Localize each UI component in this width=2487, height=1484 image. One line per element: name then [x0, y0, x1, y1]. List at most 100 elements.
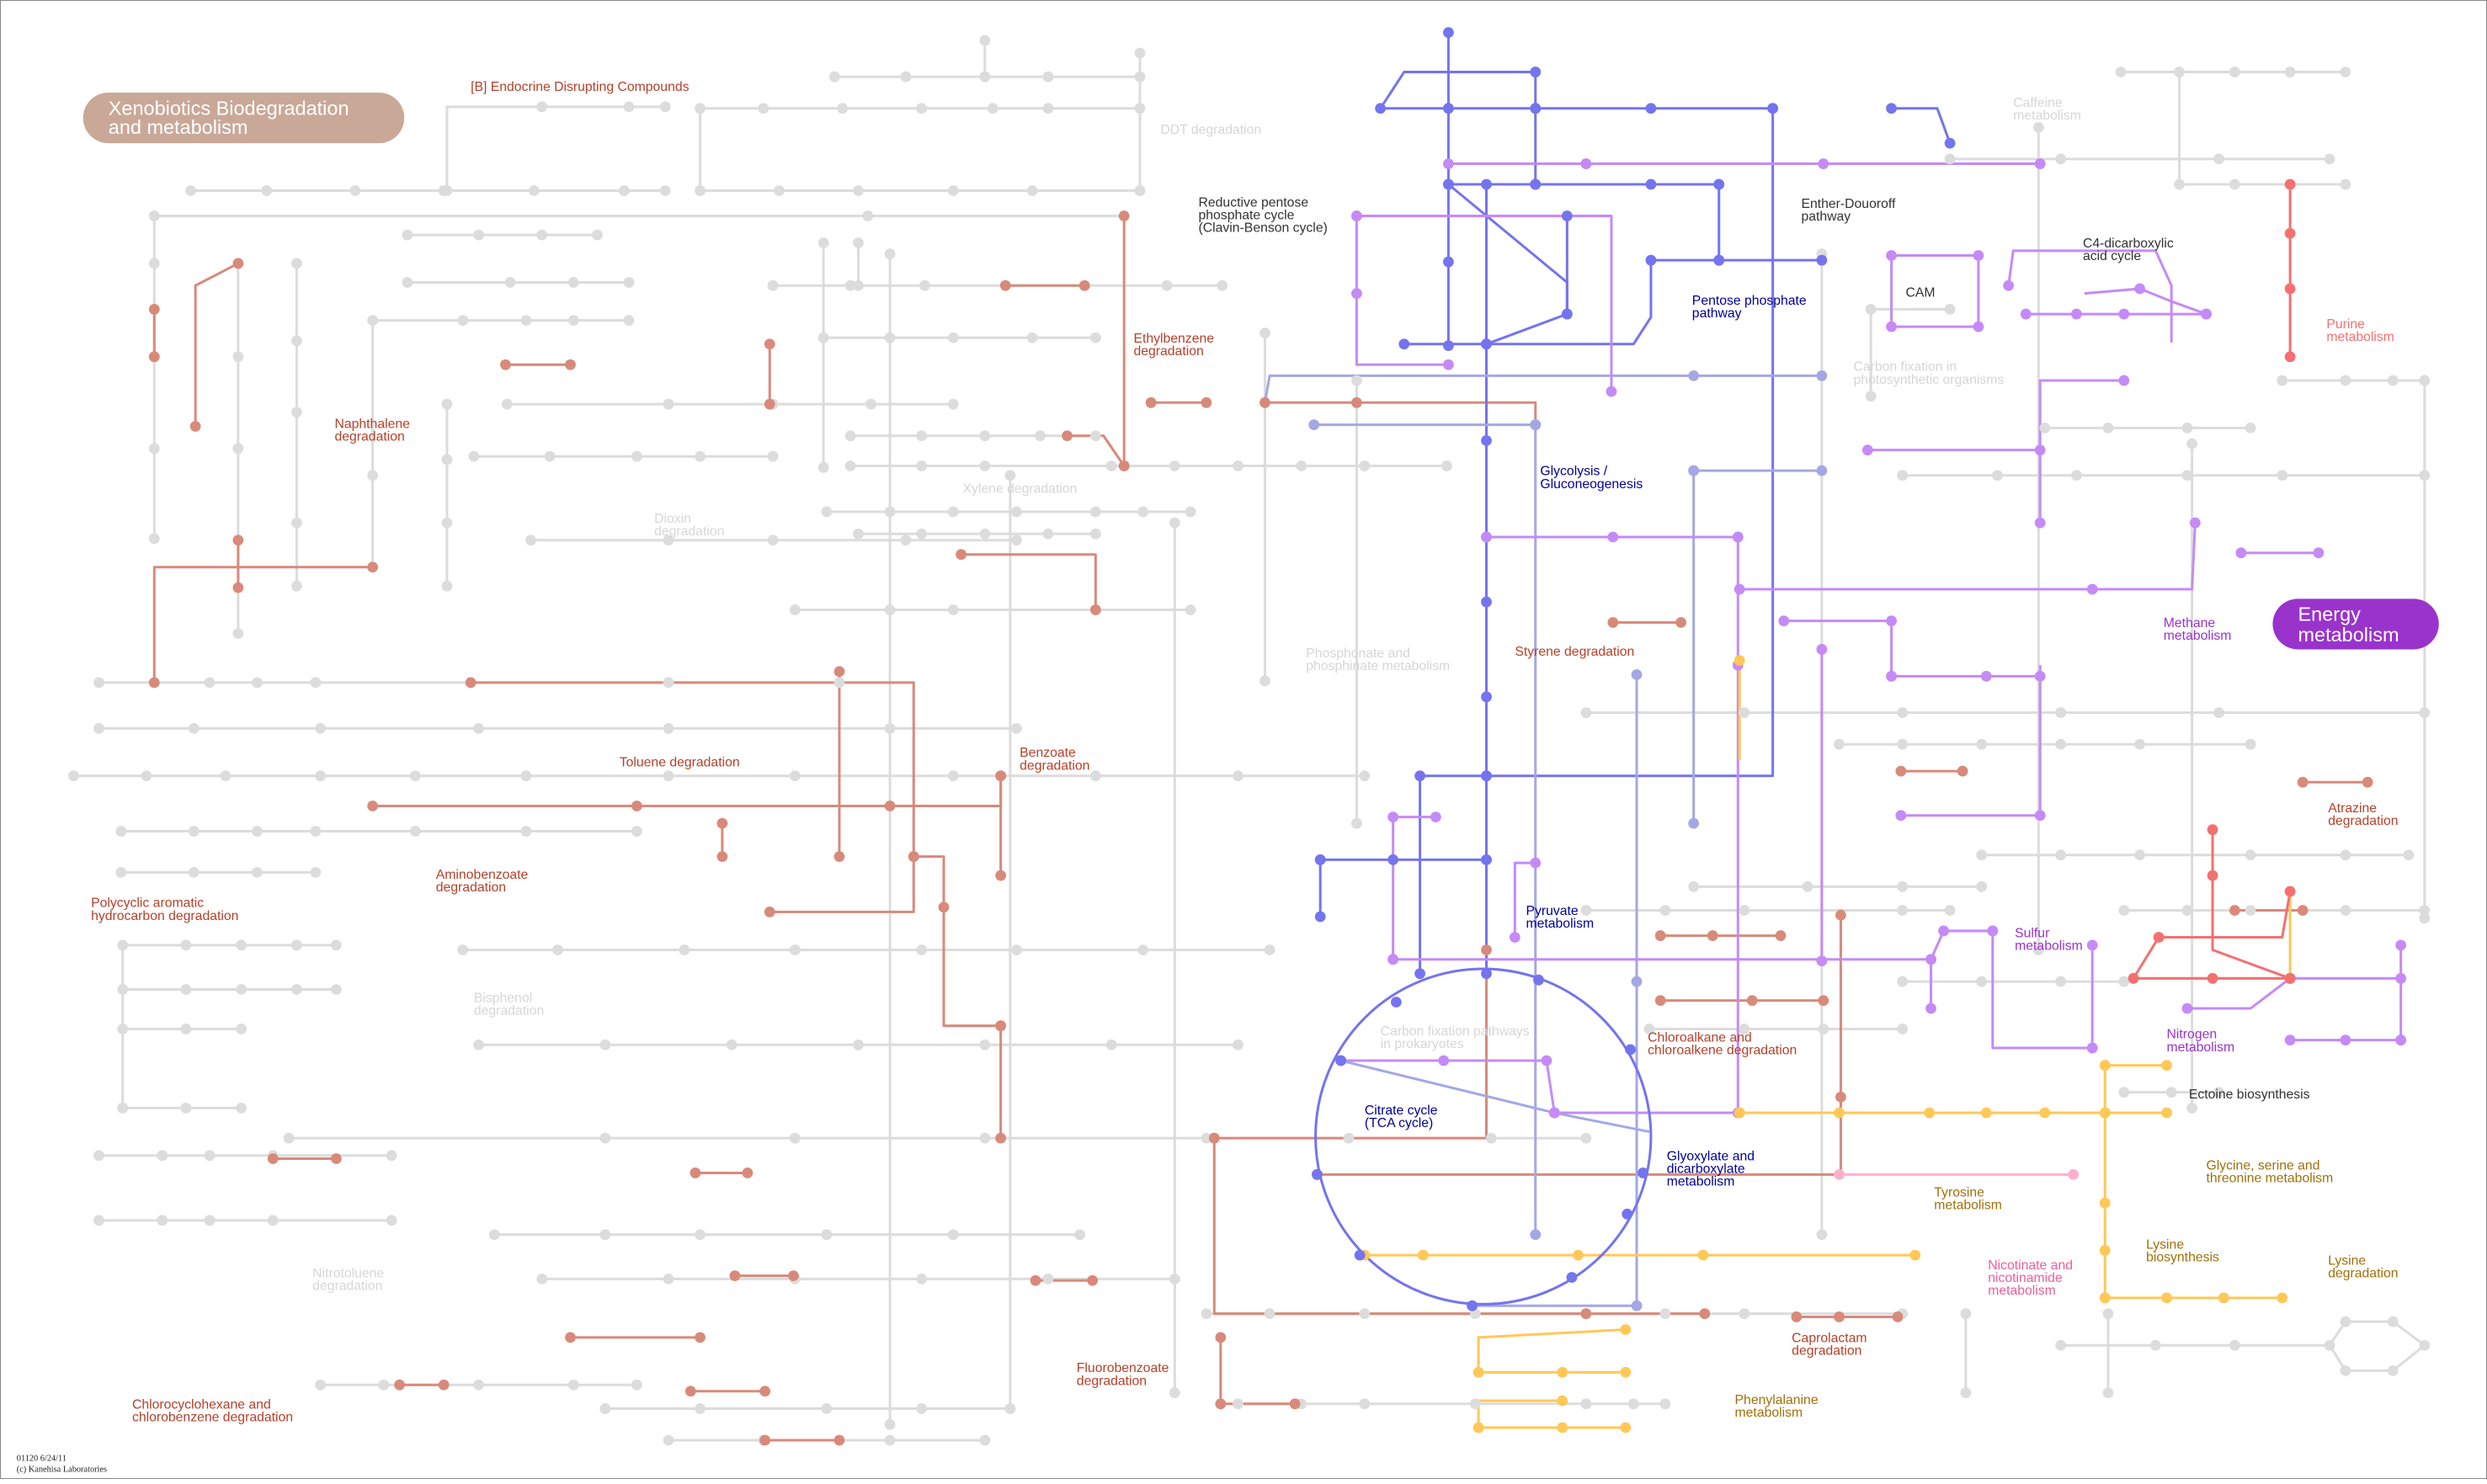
compound-node[interactable] [68, 770, 79, 782]
compound-node[interactable] [1233, 460, 1244, 471]
compound-node[interactable] [2297, 776, 2309, 788]
compound-node[interactable] [1359, 460, 1371, 471]
compound-node[interactable] [157, 1215, 168, 1226]
compound-node[interactable] [157, 1150, 168, 1162]
compound-node[interactable] [2245, 738, 2256, 750]
compound-node[interactable] [267, 1215, 279, 1226]
compound-node[interactable] [2003, 279, 2015, 291]
pathway-label-phosphonate[interactable]: Phosphonate and [1306, 646, 1410, 661]
compound-node[interactable] [117, 939, 129, 951]
nucleotide-red-reaction-edge[interactable] [2132, 891, 2292, 980]
compound-node[interactable] [1134, 185, 1146, 196]
compound-node[interactable] [1835, 1091, 1846, 1103]
compound-node[interactable] [2071, 308, 2082, 320]
compound-node[interactable] [1654, 930, 1666, 941]
compound-node[interactable] [1733, 583, 1745, 595]
compound-node[interactable] [500, 359, 511, 370]
energy-purple-reaction-edge[interactable] [1355, 215, 1449, 366]
compound-node[interactable] [1201, 1308, 1212, 1320]
compound-node[interactable] [438, 1379, 450, 1391]
compound-node[interactable] [1161, 279, 1173, 291]
compound-node[interactable] [789, 1132, 801, 1144]
compound-node[interactable] [695, 1332, 706, 1343]
compound-node[interactable] [1308, 419, 1320, 430]
compound-node[interactable] [188, 826, 200, 837]
compound-node[interactable] [1944, 137, 1956, 149]
compound-node[interactable] [853, 528, 864, 540]
compound-node[interactable] [1713, 254, 1725, 266]
compound-node[interactable] [789, 604, 801, 615]
compound-node[interactable] [315, 723, 326, 734]
pathway-label-tyrosine[interactable]: metabolism [1934, 1199, 2002, 1213]
pathway-label-polycyclic[interactable]: hydrocarbon degradation [91, 909, 238, 923]
compound-node[interactable] [2340, 905, 2351, 916]
compound-node[interactable] [995, 1020, 1007, 1032]
compound-node[interactable] [291, 580, 302, 592]
compound-node[interactable] [180, 939, 192, 951]
compound-node[interactable] [716, 817, 728, 829]
compound-node[interactable] [844, 279, 856, 291]
compound-node[interactable] [504, 277, 516, 288]
compound-node[interactable] [252, 826, 263, 837]
compound-node[interactable] [1105, 1039, 1117, 1051]
compound-node[interactable] [1042, 103, 1054, 114]
compound-node[interactable] [2235, 547, 2247, 559]
compound-node[interactable] [1607, 617, 1619, 628]
energy-blue-reaction-edge[interactable] [1486, 108, 1775, 778]
tca-compound-node[interactable] [1533, 974, 1544, 986]
compound-node[interactable] [916, 103, 928, 114]
compound-node[interactable] [1074, 1229, 1085, 1241]
compound-node[interactable] [1443, 256, 1454, 268]
compound-node[interactable] [2118, 1087, 2130, 1098]
pathway-label-bisphenol[interactable]: degradation [474, 1004, 544, 1019]
compound-node[interactable] [1886, 671, 1897, 682]
compound-node[interactable] [1976, 849, 1988, 861]
compound-node[interactable] [1541, 1055, 1552, 1066]
compound-node[interactable] [1580, 707, 1592, 719]
compound-node[interactable] [220, 770, 232, 782]
compound-node[interactable] [1443, 103, 1454, 114]
compound-node[interactable] [2277, 470, 2288, 481]
compound-node[interactable] [759, 1434, 771, 1446]
compound-node[interactable] [908, 851, 919, 863]
compound-node[interactable] [1343, 1132, 1355, 1144]
compound-node[interactable] [1259, 327, 1270, 339]
xeno-reaction-edge[interactable] [152, 566, 373, 683]
pathway-label-chlorocyclohexane[interactable]: Chlorocyclohexane and [132, 1397, 271, 1412]
compound-node[interactable] [1375, 103, 1386, 114]
compound-node[interactable] [232, 582, 244, 593]
compound-node[interactable] [916, 1403, 928, 1414]
pathway-label-aminobenzoate[interactable]: Aminobenzoate [436, 868, 529, 882]
compound-node[interactable] [2284, 886, 2296, 897]
compound-node[interactable] [1944, 153, 1956, 165]
compound-node[interactable] [232, 628, 244, 640]
compound-node[interactable] [2161, 1292, 2172, 1304]
compound-node[interactable] [1992, 470, 2003, 481]
compound-node[interactable] [1960, 1387, 1972, 1399]
compound-node[interactable] [1089, 770, 1101, 782]
compound-node[interactable] [592, 229, 603, 241]
compound-node[interactable] [1739, 905, 1750, 916]
compound-node[interactable] [947, 398, 959, 410]
compound-node[interactable] [1895, 810, 1907, 822]
xeno-reaction-edge[interactable] [1265, 401, 1537, 425]
compound-node[interactable] [774, 185, 785, 196]
compound-node[interactable] [2118, 905, 2130, 916]
pathway-label-nitrotoluene[interactable]: Nitrotoluene [312, 1266, 384, 1280]
compound-node[interactable] [1732, 531, 1744, 543]
compound-node[interactable] [402, 229, 413, 241]
compound-node[interactable] [1733, 1107, 1745, 1119]
compound-node[interactable] [2419, 905, 2431, 916]
compound-node[interactable] [501, 398, 513, 410]
energy-badge[interactable]: Energy metabolism [2272, 598, 2439, 650]
compound-node[interactable] [1980, 1107, 1992, 1119]
xeno-reaction-edge[interactable] [961, 553, 1097, 610]
pathway-label-nitrogen[interactable]: Nitrogen [2167, 1028, 2218, 1042]
pathway-label-pentose-phosphate[interactable]: pathway [1692, 306, 1742, 321]
compound-node[interactable] [330, 939, 342, 951]
compound-node[interactable] [2055, 707, 2067, 719]
compound-node[interactable] [1438, 1055, 1450, 1066]
compound-node[interactable] [565, 359, 576, 370]
energy-purple-reaction-edge[interactable] [1991, 930, 2093, 1050]
tca-compound-node[interactable] [1354, 1249, 1366, 1261]
